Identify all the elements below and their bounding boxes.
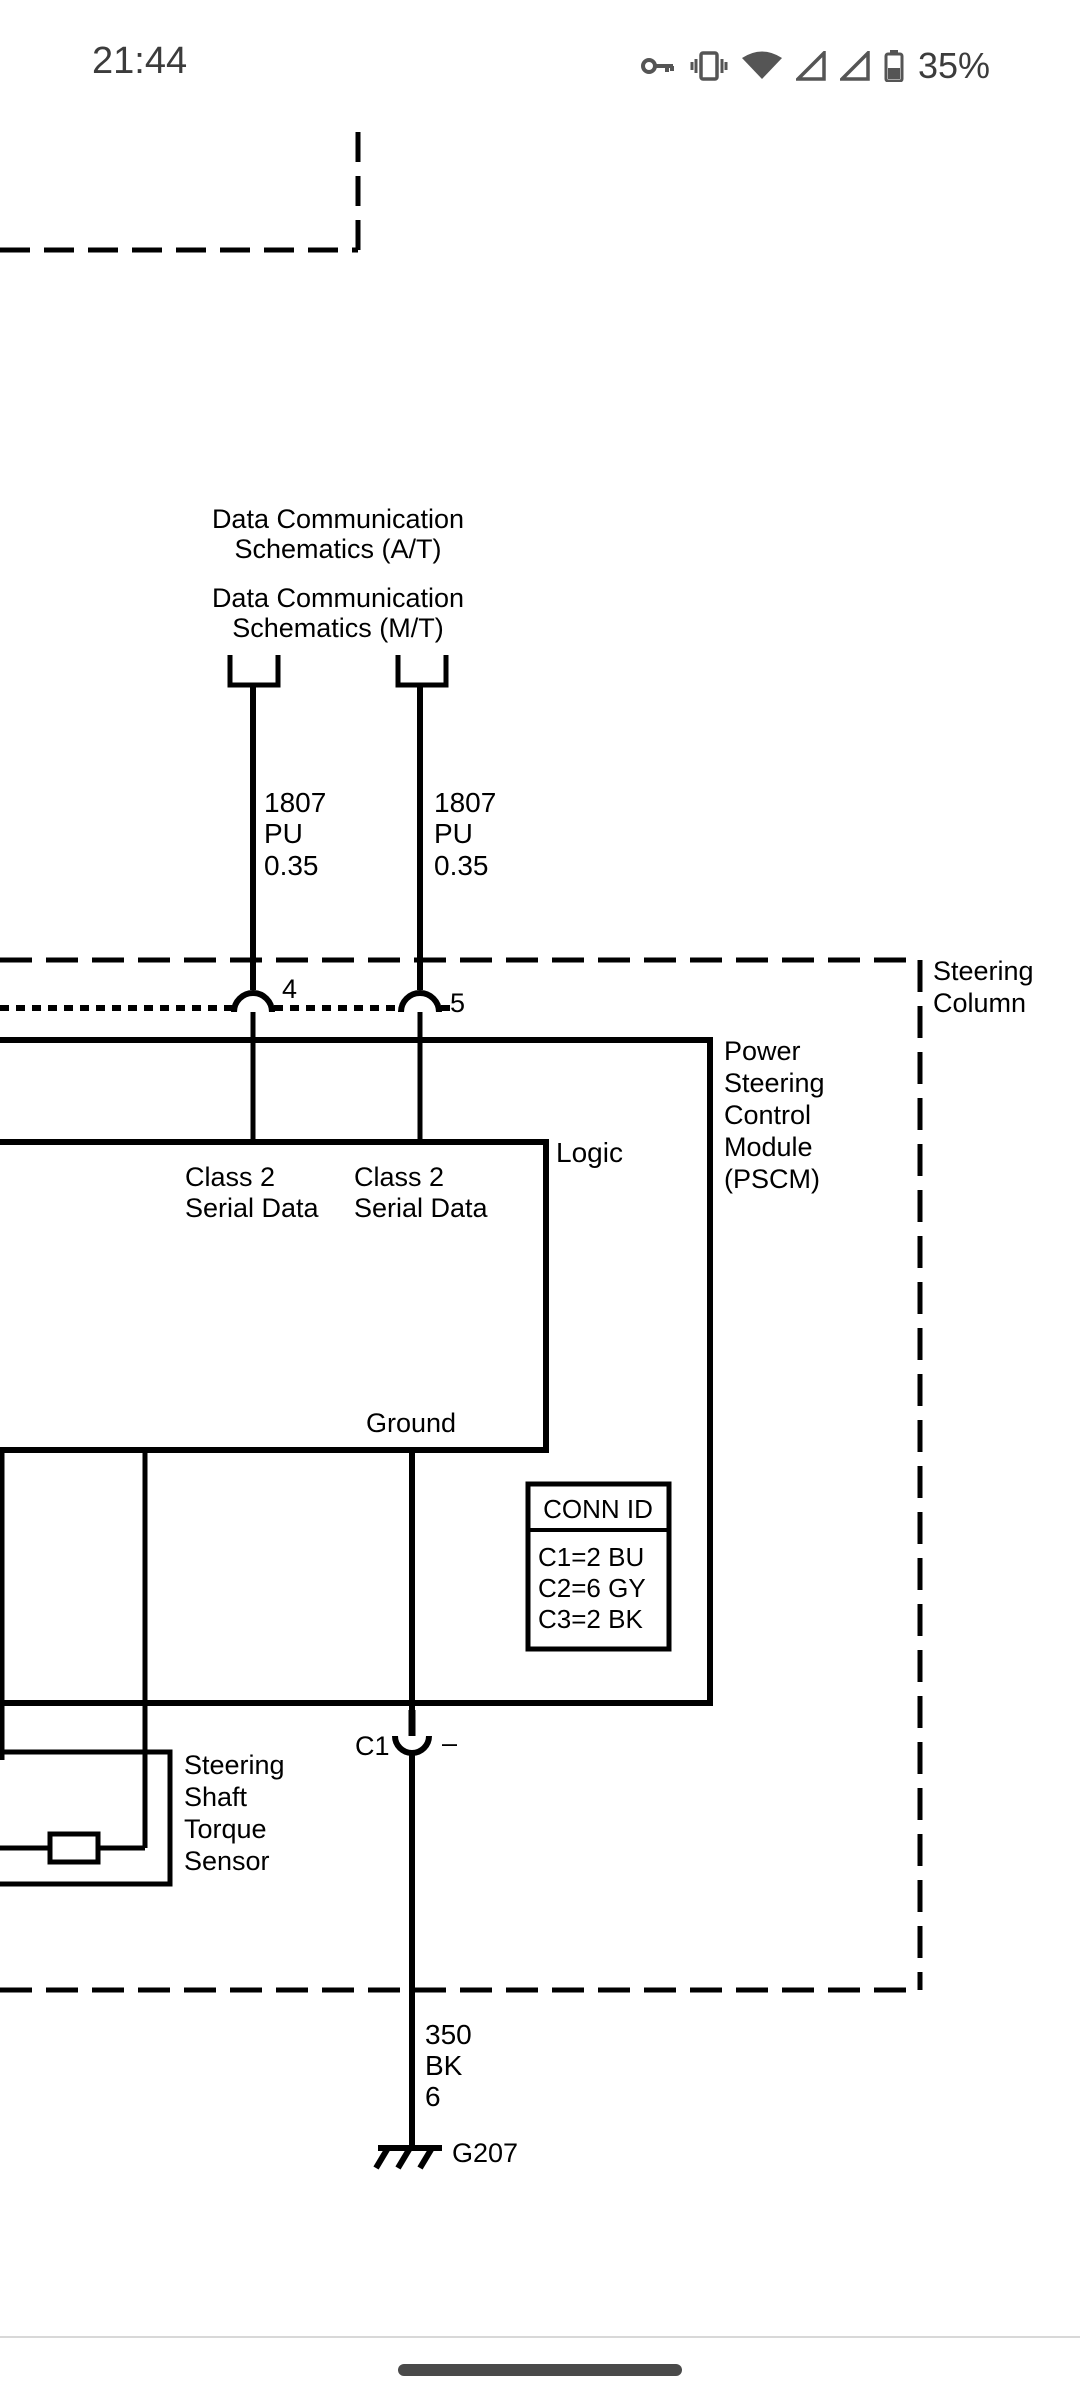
torque-sensor-label-line1: Steering <box>184 1750 285 1780</box>
torque-sensor-resistor <box>47 1831 101 1865</box>
ground-wire-circuit: 350 <box>425 2019 472 2050</box>
pin-5-label: 5 <box>450 988 465 1018</box>
left-wire-size: 0.35 <box>264 850 319 881</box>
logic-box <box>0 1139 549 1453</box>
ground-pin-label: Ground <box>366 1408 456 1438</box>
right-wire-color: PU <box>434 818 473 849</box>
torque-sensor-label-line4: Sensor <box>184 1846 270 1876</box>
ground-point-label: G207 <box>452 2138 518 2168</box>
left-wire-circuit: 1807 <box>264 787 326 818</box>
steering-column-boundary <box>0 957 923 1993</box>
c1-connector-terminal <box>392 1735 432 1756</box>
battery-icon <box>884 50 904 82</box>
upper-left-dashed-box <box>0 132 361 253</box>
pin-4-label: 4 <box>282 974 297 1004</box>
upper-reference-label-line2: Schematics (A/T) <box>234 534 441 564</box>
pscm-label-line2: Steering <box>724 1068 825 1098</box>
ground-symbol-icon <box>373 2145 442 2170</box>
conn-id-row2: C2=6 GY <box>538 1573 646 1603</box>
pscm-module-box <box>0 1037 713 1706</box>
steering-column-label-line2: Column <box>933 988 1026 1018</box>
signal-icon <box>795 51 826 81</box>
torque-sensor-box <box>0 1749 173 1887</box>
class2-left-line1: Class 2 <box>185 1162 275 1192</box>
left-connector-bracket <box>227 655 281 688</box>
pscm-label-line3: Control <box>724 1100 811 1130</box>
left-wire-color: PU <box>264 818 303 849</box>
right-wire-size: 0.35 <box>434 850 489 881</box>
status-bar: 21:44 35% <box>0 0 1080 130</box>
conn-id-row1: C1=2 BU <box>538 1542 644 1572</box>
vibrate-icon <box>690 51 728 81</box>
torque-sensor-label-line3: Torque <box>184 1814 267 1844</box>
class2-left-line2: Serial Data <box>185 1193 320 1223</box>
wifi-icon <box>741 51 782 79</box>
lower-reference-label-line2: Schematics (M/T) <box>232 613 444 643</box>
conn-id-table: CONN ID C1=2 BU C2=6 GY C3=2 BK <box>525 1481 672 1652</box>
logic-label: Logic <box>556 1137 623 1168</box>
lower-reference-label-line1: Data Communication <box>212 583 464 613</box>
steering-column-label-line1: Steering <box>933 956 1034 986</box>
status-time: 21:44 <box>92 40 188 82</box>
ground-wire-color: BK <box>425 2050 463 2081</box>
class2-right-line1: Class 2 <box>354 1162 444 1192</box>
home-gesture-handle[interactable] <box>398 2364 682 2376</box>
nav-divider <box>0 2336 1080 2338</box>
pscm-label-line1: Power <box>724 1036 801 1066</box>
right-connector-bracket <box>395 655 449 688</box>
pscm-label-line5: (PSCM) <box>724 1164 820 1194</box>
torque-sensor-label-line2: Shaft <box>184 1782 248 1812</box>
c1-pin-label: – <box>442 1728 457 1758</box>
pscm-label-line4: Module <box>724 1132 813 1162</box>
ground-wire-size: 6 <box>425 2081 441 2112</box>
pin-5-terminal <box>398 990 442 1013</box>
conn-id-row3: C3=2 BK <box>538 1604 643 1634</box>
right-wire-circuit: 1807 <box>434 787 496 818</box>
c1-label: C1 <box>355 1731 390 1761</box>
conn-id-title: CONN ID <box>543 1494 653 1524</box>
battery-percent: 35% <box>917 45 990 86</box>
signal-icon <box>839 51 870 81</box>
class2-right-line2: Serial Data <box>354 1193 489 1223</box>
upper-reference-label-line1: Data Communication <box>212 504 464 534</box>
pin-4-terminal <box>231 990 275 1013</box>
status-icons: 35% <box>640 42 990 90</box>
vpn-key-icon <box>640 58 674 74</box>
